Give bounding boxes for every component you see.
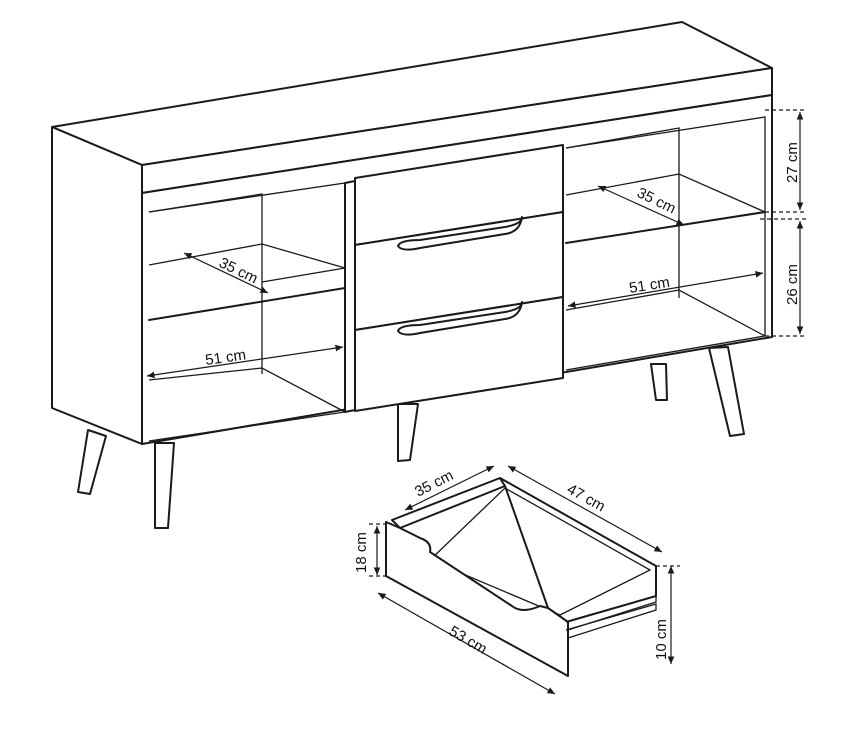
left-side-panel <box>51 126 143 445</box>
label-lower-height: 26 cm <box>784 264 801 305</box>
leg-front-left <box>154 442 175 529</box>
right-shelf-front <box>565 211 766 244</box>
sideboard <box>51 21 806 529</box>
left-shelf-front <box>148 287 346 321</box>
label-drawer-inner-height: 10 cm <box>653 619 670 660</box>
label-right-shelf-width: 51 cm <box>628 274 671 297</box>
drawer-handle-middle <box>397 216 523 251</box>
leg-front-right <box>708 346 745 437</box>
drawer-stack <box>354 144 564 412</box>
leg-back-middle <box>397 403 419 462</box>
label-upper-height: 27 cm <box>784 142 801 183</box>
label-left-shelf-width: 51 cm <box>204 346 247 369</box>
center-divider <box>344 180 356 413</box>
leg-back-right <box>650 363 668 401</box>
drawer-detail <box>369 465 680 695</box>
leg-front-left-outer <box>77 429 107 495</box>
drawer-handle-bottom <box>397 301 523 336</box>
label-drawer-outer-height: 18 cm <box>353 532 370 573</box>
